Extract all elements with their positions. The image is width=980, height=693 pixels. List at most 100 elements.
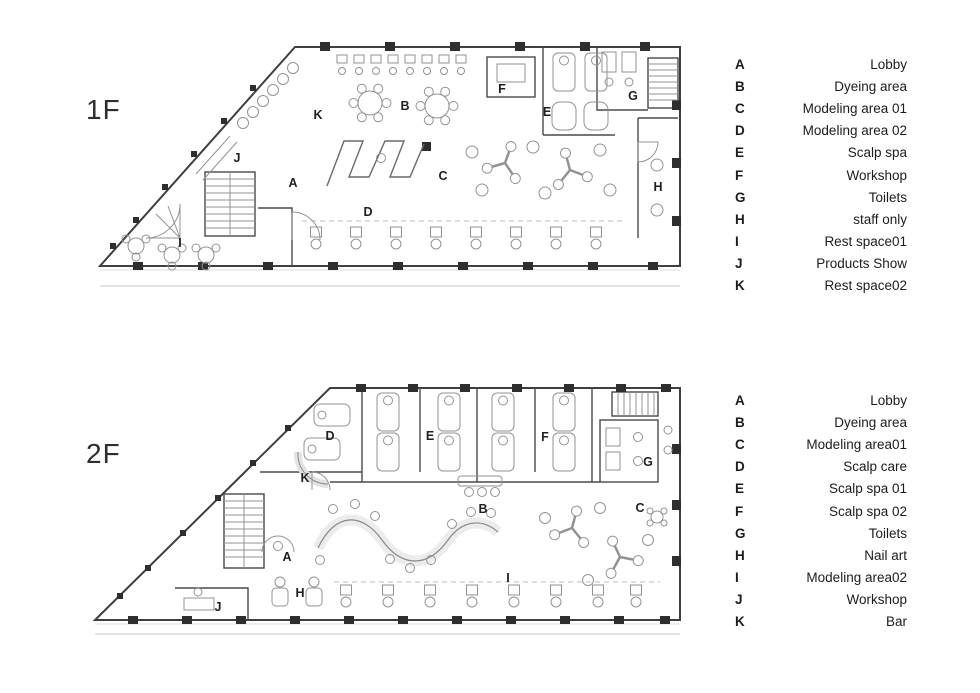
- legend-label: Dyeing area: [834, 414, 907, 430]
- legend-label: Scalp spa 01: [828, 481, 907, 497]
- legend-key: C: [735, 100, 745, 116]
- f2-area-label-b: B: [478, 502, 488, 516]
- legend-label: Rest space02: [824, 278, 907, 294]
- legend-label: Lobby: [870, 56, 907, 72]
- legend-key: D: [735, 123, 745, 139]
- f2-area-label-a: A: [282, 550, 292, 564]
- f2-area-label-j: J: [214, 600, 222, 614]
- legend-row: A Lobby: [735, 53, 907, 75]
- legend-label: Nail art: [864, 547, 907, 563]
- f1-area-label-a: A: [288, 176, 298, 190]
- legend-row: E Scalp spa 01: [735, 478, 907, 500]
- legend-row: J Products Show: [735, 253, 907, 275]
- legend-row: D Scalp care: [735, 456, 907, 478]
- legend-row: I Modeling area02: [735, 567, 907, 589]
- legend-label: Workshop: [846, 167, 907, 183]
- legend-row: B Dyeing area: [735, 411, 907, 433]
- legend-label: Scalp care: [843, 459, 907, 475]
- legend-key: B: [735, 414, 745, 430]
- legend-key: H: [735, 211, 745, 227]
- legend-row: E Scalp spa: [735, 142, 907, 164]
- legend-label: staff only: [853, 211, 907, 227]
- legend-label: Toilets: [868, 189, 907, 205]
- legend-key: I: [735, 570, 739, 586]
- f2-area-label-e: E: [425, 429, 435, 443]
- legend-key: E: [735, 481, 745, 497]
- f1-furniture: [121, 51, 678, 271]
- legend-label: Toilets: [868, 525, 907, 541]
- legend-key: E: [735, 145, 745, 161]
- legend-key: H: [735, 547, 745, 563]
- f2-area-label-i: I: [506, 571, 510, 585]
- f1-structural-columns: [110, 42, 681, 270]
- legend-key: F: [735, 167, 744, 183]
- f1-building-outline: [97, 46, 681, 267]
- legend-row: K Rest space02: [735, 275, 907, 297]
- legend-row: B Dyeing area: [735, 75, 907, 97]
- legend-label: Modeling area 01: [802, 100, 907, 116]
- legend-key: J: [735, 256, 743, 272]
- f1-area-label-f: F: [498, 82, 506, 96]
- floor2-plan: [92, 384, 681, 635]
- legend-label: Scalp spa: [847, 145, 907, 161]
- legend-row: G Toilets: [735, 186, 907, 208]
- legend-key: F: [735, 503, 744, 519]
- f1-area-label-j: J: [233, 151, 241, 165]
- legend-key: B: [735, 78, 745, 94]
- f1-area-label-c: C: [438, 169, 448, 183]
- f2-area-label-k: K: [300, 471, 310, 485]
- legend-label: Bar: [885, 614, 907, 630]
- f1-area-label-b: B: [400, 99, 410, 113]
- f2-area-label-h: H: [295, 586, 305, 600]
- legend-key: G: [735, 189, 746, 205]
- legend-label: Rest space01: [824, 234, 907, 250]
- floor2-title: 2F: [86, 438, 121, 469]
- legend-key: G: [735, 525, 746, 541]
- legend-label: Workshop: [846, 592, 907, 608]
- legend-key: J: [735, 592, 743, 608]
- legend-label: Scalp spa 02: [828, 503, 907, 519]
- f1-area-label-i: I: [178, 236, 182, 250]
- f2-area-label-c: C: [635, 501, 645, 515]
- legend-1f: A Lobby B Dyeing area C Modeling area 01 D M…: [735, 53, 907, 297]
- legend-label: Products Show: [816, 256, 907, 272]
- floor1-plan: [97, 42, 681, 287]
- f2-area-label-g: G: [643, 455, 653, 469]
- legend-row: D Modeling area 02: [735, 120, 907, 142]
- legend-row: C Modeling area 01: [735, 97, 907, 119]
- legend-label: Lobby: [870, 392, 907, 408]
- legend-key: K: [735, 278, 745, 294]
- legend-row: J Workshop: [735, 589, 907, 611]
- legend-row: C Modeling area01: [735, 433, 907, 455]
- f2-building-outline: [92, 387, 681, 621]
- f2-area-label-d: D: [325, 429, 335, 443]
- f1-area-label-e: E: [542, 105, 552, 119]
- legend-label: Modeling area02: [806, 570, 907, 586]
- f1-area-label-k: K: [313, 108, 323, 122]
- legend-key: A: [735, 56, 745, 72]
- legend-row: F Scalp spa 02: [735, 500, 907, 522]
- f1-area-label-h: H: [653, 180, 663, 194]
- legend-key: K: [735, 614, 745, 630]
- legend-row: H Nail art: [735, 544, 907, 566]
- legend-label: Modeling area01: [806, 436, 907, 452]
- legend-row: K Bar: [735, 611, 907, 633]
- legend-row: G Toilets: [735, 522, 907, 544]
- legend-key: A: [735, 392, 745, 408]
- legend-key: C: [735, 436, 745, 452]
- legend-key: D: [735, 459, 745, 475]
- f1-area-label-d: D: [363, 205, 373, 219]
- legend-label: Dyeing area: [834, 78, 907, 94]
- f2-furniture: [183, 392, 673, 611]
- f1-area-label-g: G: [628, 89, 638, 103]
- wave-counter: [317, 519, 499, 562]
- legend-2f: A Lobby B Dyeing area C Modeling area01 D Sc…: [735, 389, 907, 633]
- floor1-title: 1F: [86, 94, 121, 125]
- legend-label: Modeling area 02: [802, 123, 907, 139]
- legend-row: A Lobby: [735, 389, 907, 411]
- f2-area-label-f: F: [541, 430, 549, 444]
